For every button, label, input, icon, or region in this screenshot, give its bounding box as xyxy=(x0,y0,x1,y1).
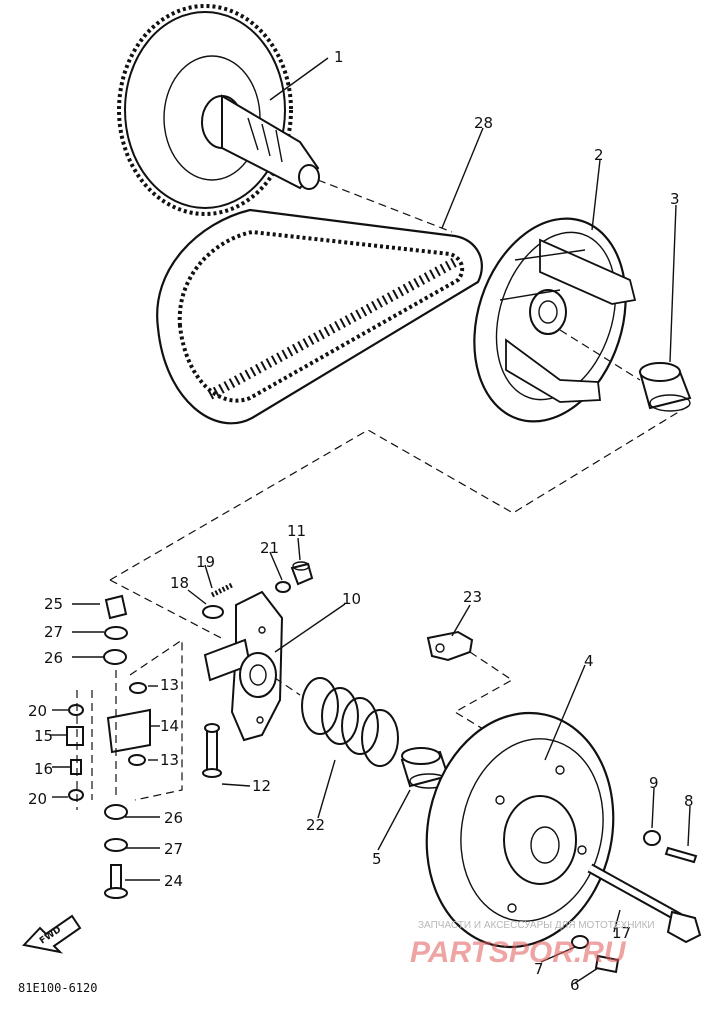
callout-18: 18 xyxy=(170,574,189,592)
callout-7: 7 xyxy=(534,960,544,978)
assembly-outline xyxy=(109,404,691,581)
callout-10: 10 xyxy=(342,590,361,608)
callout-13a: 13 xyxy=(160,676,179,694)
callout-6: 6 xyxy=(570,976,580,994)
callout-27b: 27 xyxy=(164,840,183,858)
reference-line xyxy=(317,179,453,233)
callout-22: 22 xyxy=(306,816,325,834)
part-code: 81E100-6120 xyxy=(18,981,97,995)
callout-23: 23 xyxy=(463,588,482,606)
callout-20a: 20 xyxy=(28,702,47,720)
callout-2: 2 xyxy=(594,146,604,164)
callout-26a: 26 xyxy=(44,649,63,667)
callout-15: 15 xyxy=(34,727,53,745)
callout-5: 5 xyxy=(372,850,382,868)
lower-bushing-part xyxy=(400,747,450,789)
fixed-pulley-part xyxy=(425,711,615,949)
callout-1: 1 xyxy=(334,48,344,66)
left-stack-parts xyxy=(66,594,151,899)
watermark-logo: PARTSPOR.RU xyxy=(410,936,627,969)
callout-19: 19 xyxy=(196,553,215,571)
lower-washer-part xyxy=(571,935,589,949)
callout-14: 14 xyxy=(160,717,179,735)
callout-12: 12 xyxy=(252,777,271,795)
short-bolt-part xyxy=(664,846,698,864)
callout-11: 11 xyxy=(287,522,306,540)
callout-25: 25 xyxy=(44,595,63,613)
leader-lines xyxy=(50,57,691,984)
reference-line xyxy=(559,329,641,381)
callout-13b: 13 xyxy=(160,751,179,769)
primary-sheave-part xyxy=(117,4,320,216)
callout-16: 16 xyxy=(34,760,53,778)
spring-part xyxy=(301,677,399,767)
callout-17: 17 xyxy=(612,924,631,942)
callout-20b: 20 xyxy=(28,790,47,808)
callout-3: 3 xyxy=(670,190,680,208)
pin-part xyxy=(202,723,222,778)
callout-26b: 26 xyxy=(164,809,183,827)
watermark-caption: ЗАПЧАСТИ И АКСЕССУАРЫ ДЛЯ МОТОТЕХНИКИ xyxy=(418,920,655,931)
fwd-arrow-icon: FWD xyxy=(22,914,82,954)
small-washer-part xyxy=(275,581,291,593)
callout-27a: 27 xyxy=(44,623,63,641)
reference-line xyxy=(453,651,514,739)
pulley-housing-part xyxy=(473,217,637,423)
reference-line xyxy=(76,638,183,810)
cap-part xyxy=(290,561,314,586)
callout-4: 4 xyxy=(584,652,594,670)
lower-bolt-part xyxy=(594,954,620,974)
bushing-part xyxy=(638,362,692,412)
callout-24: 24 xyxy=(164,872,183,890)
reference-line xyxy=(274,677,301,696)
spring-pin-part xyxy=(210,582,234,598)
long-bolt-part xyxy=(587,863,702,944)
clip-bracket-part xyxy=(426,630,474,662)
assembly-outline xyxy=(109,579,226,641)
drive-belt-part xyxy=(156,208,483,425)
callout-9: 9 xyxy=(649,774,659,792)
callout-28: 28 xyxy=(474,114,493,132)
arm-bracket-part xyxy=(203,590,284,742)
callout-21: 21 xyxy=(260,539,279,557)
callout-8: 8 xyxy=(684,792,694,810)
bolt-washer-part xyxy=(643,830,661,846)
washer-part xyxy=(202,605,224,619)
